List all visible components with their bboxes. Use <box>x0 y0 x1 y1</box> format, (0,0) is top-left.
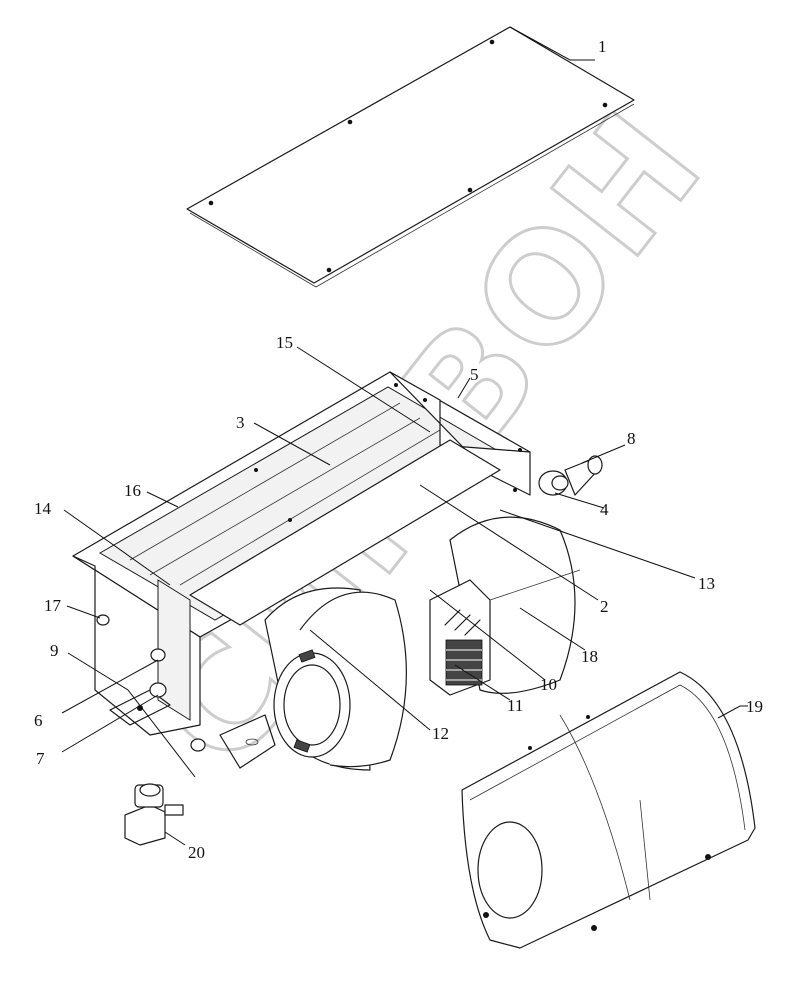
callout-8: 8 <box>627 429 636 448</box>
callout-11: 11 <box>507 696 523 715</box>
callout-19: 19 <box>746 697 763 716</box>
callout-12: 12 <box>432 724 449 743</box>
callout-6: 6 <box>34 711 43 730</box>
part-shroud <box>461 671 756 949</box>
leader-lines <box>61 26 748 846</box>
callout-5: 5 <box>470 365 479 384</box>
callout-1: 1 <box>598 37 607 56</box>
callout-16: 16 <box>124 481 141 500</box>
part-blower-scroll-left <box>264 587 407 771</box>
callout-14: 14 <box>34 499 52 518</box>
callout-15: 15 <box>276 333 293 352</box>
callout-13: 13 <box>698 574 715 593</box>
part-cover-plate <box>186 26 635 288</box>
part-valve <box>124 783 184 846</box>
callout-3: 3 <box>236 413 245 432</box>
part-motor-resistor <box>429 579 491 696</box>
callout-labels: 1 2 3 4 5 6 7 8 9 10 11 12 13 14 15 16 1… <box>34 37 763 862</box>
callout-17: 17 <box>44 596 62 615</box>
callout-9: 9 <box>50 641 59 660</box>
callout-10: 10 <box>540 675 557 694</box>
callout-2: 2 <box>600 597 609 616</box>
callout-20: 20 <box>188 843 205 862</box>
callout-18: 18 <box>581 647 598 666</box>
callout-7: 7 <box>36 749 45 768</box>
callout-4: 4 <box>600 500 609 519</box>
part-connector <box>538 455 603 496</box>
